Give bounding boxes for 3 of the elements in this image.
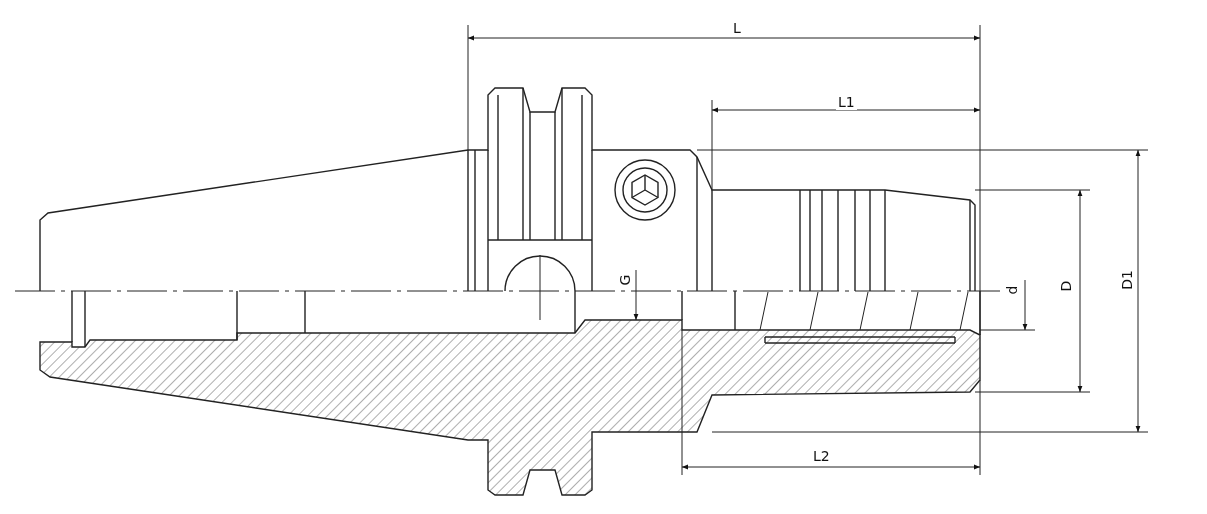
dimension-label: L1	[836, 94, 857, 110]
dimension-label: L2	[811, 448, 832, 464]
dimension-label: L	[731, 20, 743, 36]
